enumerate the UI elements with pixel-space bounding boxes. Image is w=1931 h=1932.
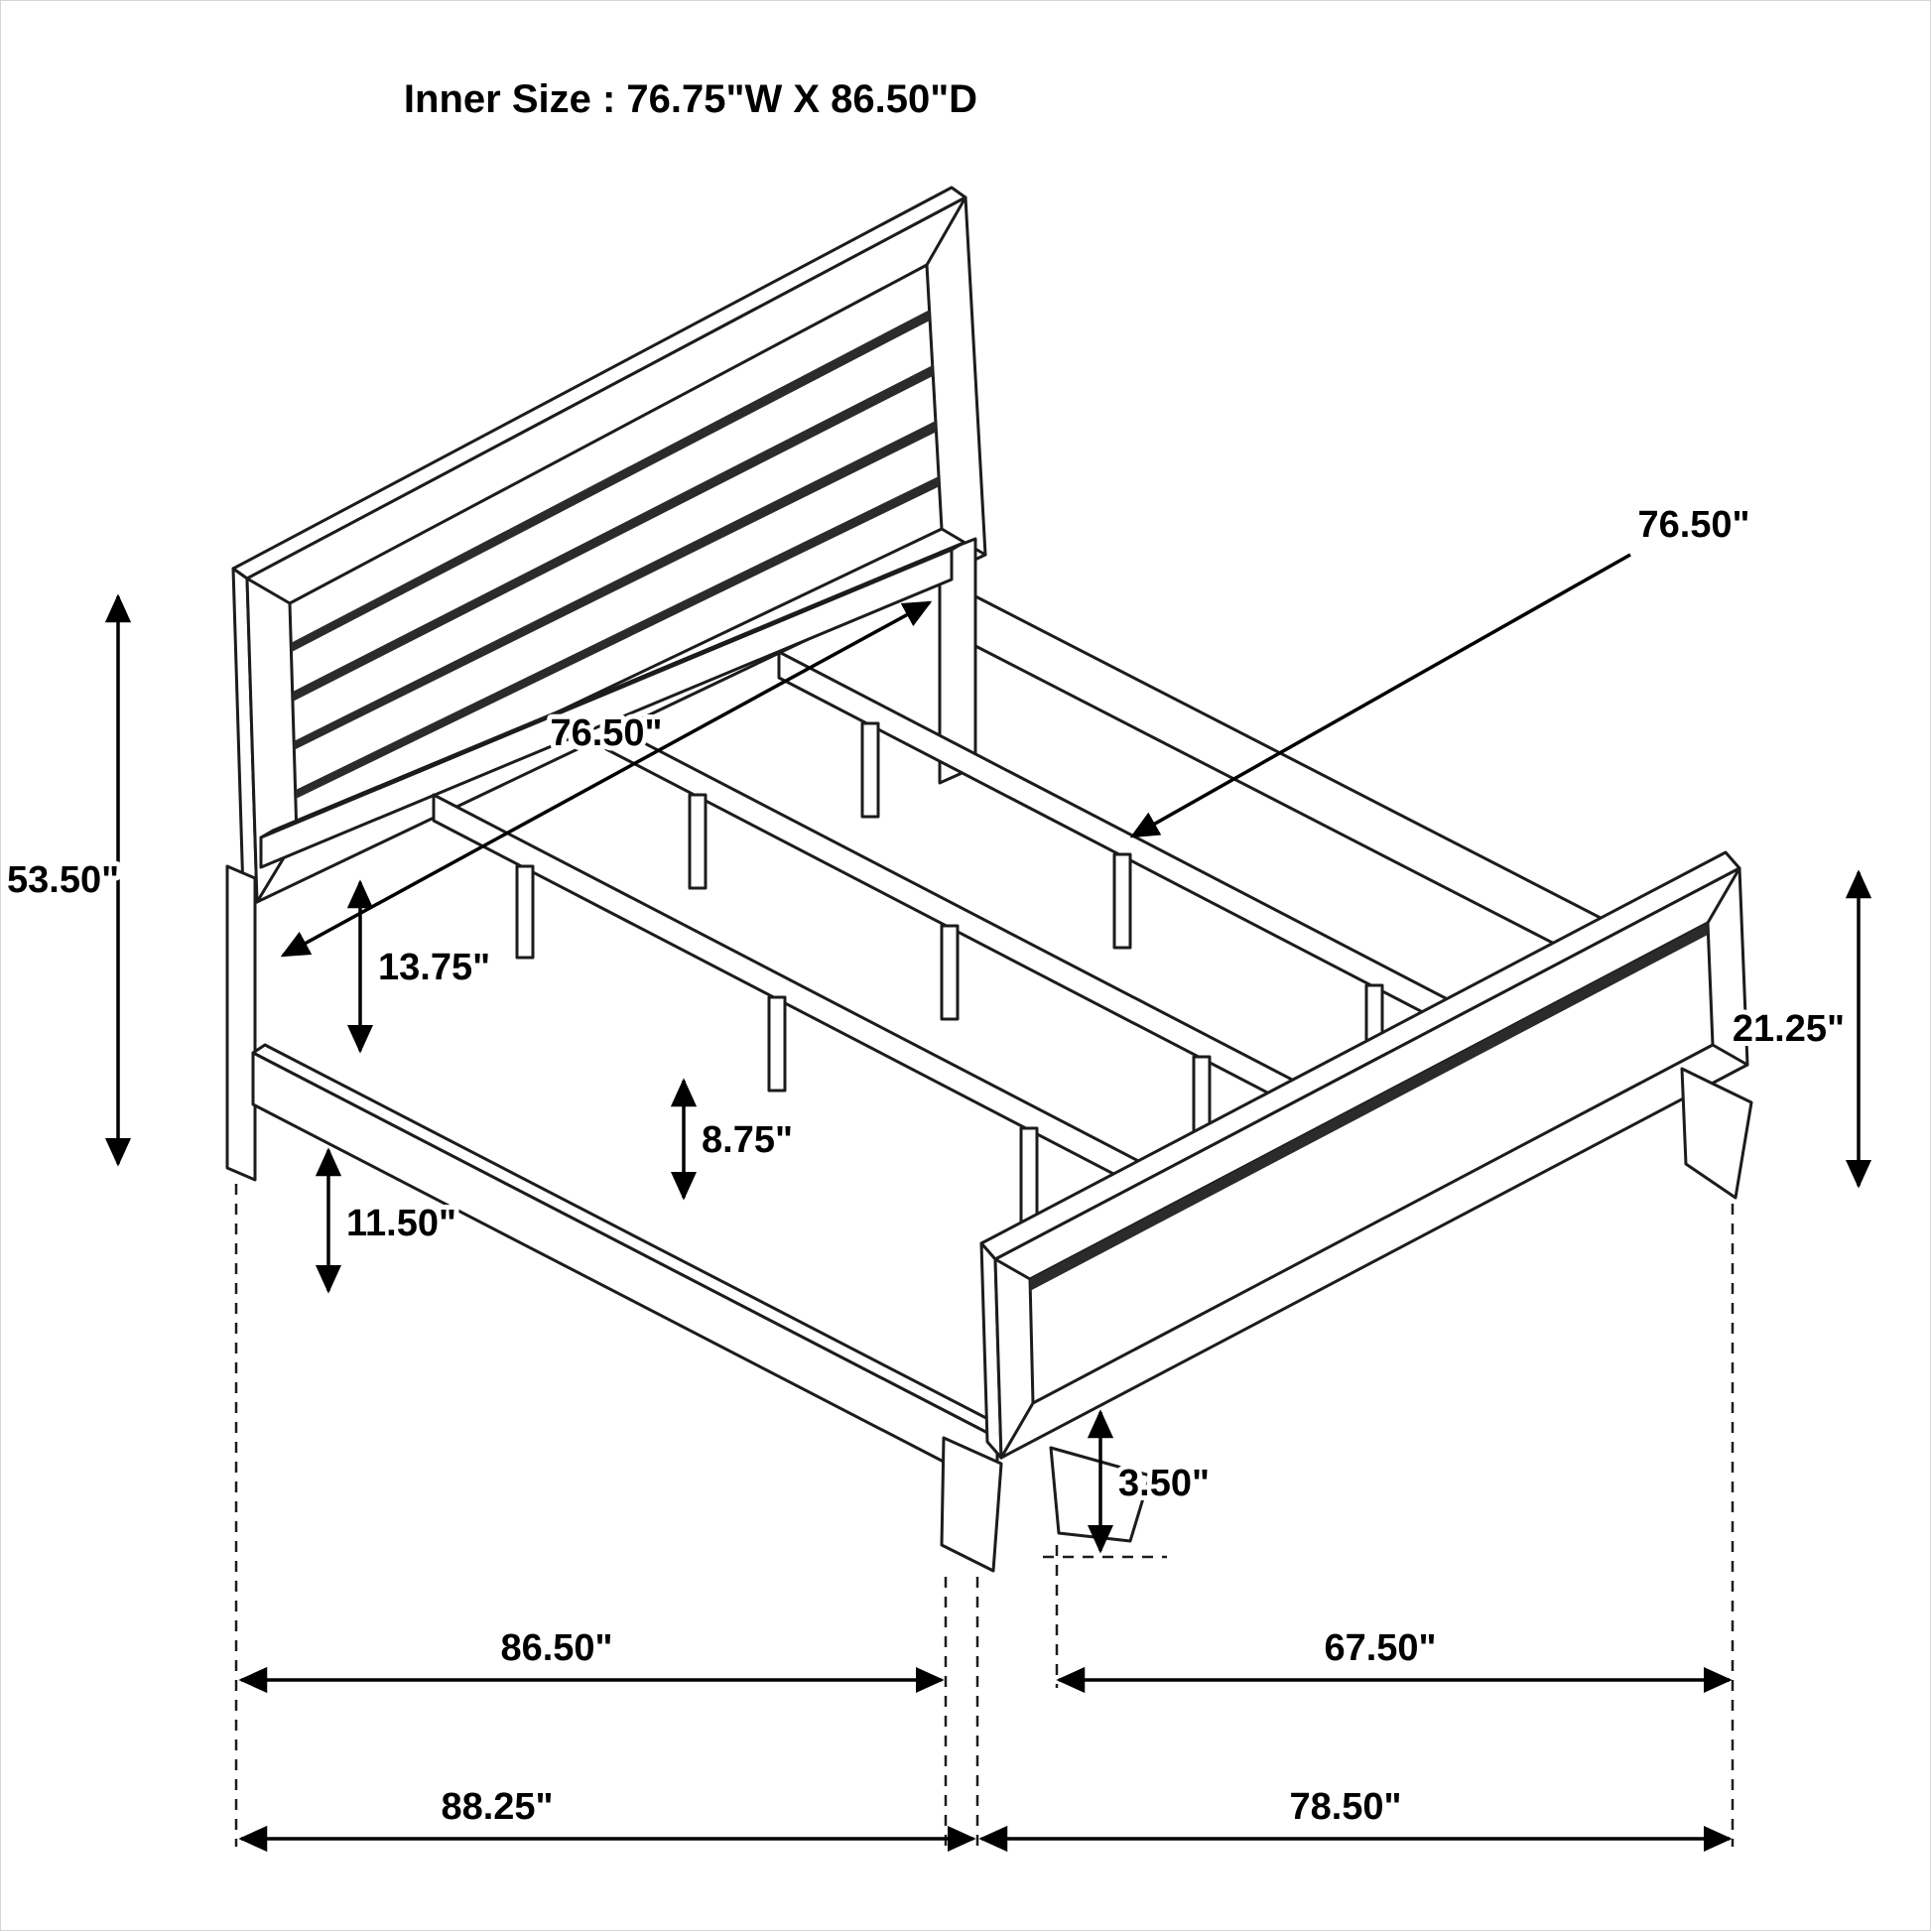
dim-label-headboard-height: 53.50" xyxy=(7,859,119,901)
footboard-miter-line xyxy=(1711,1043,1749,1067)
footboard-left-foot xyxy=(940,1436,1003,1573)
footboard-right-foot xyxy=(1680,1067,1753,1200)
dim-label-headboard-width: 76.50" xyxy=(550,712,662,754)
support-post xyxy=(515,864,535,960)
headboard-left-leg xyxy=(225,864,257,1182)
dim-label-headboard-panel-to-rail: 13.75" xyxy=(378,947,490,988)
headboard-miter-line xyxy=(925,195,967,267)
extension-lines xyxy=(234,1184,1735,1847)
headboard-slat-band xyxy=(291,310,930,652)
dim-label-side-rail-length: 86.50" xyxy=(500,1627,612,1669)
near-side-rail-face xyxy=(251,1051,999,1491)
dim-label-side-rail-floor-height: 11.50" xyxy=(346,1203,456,1244)
footboard-miter-line xyxy=(993,1257,1032,1281)
dim-label-support-leg-height: 8.75" xyxy=(702,1119,793,1161)
dim-line-slat-rail-length xyxy=(1129,553,1631,838)
dimension-labels: 53.50" 76.50" 76.50" 13.75" 8.75" 11.50"… xyxy=(2,499,1850,1833)
footboard-miter-line xyxy=(1706,866,1741,925)
dim-label-footboard-inner-span: 67.50" xyxy=(1324,1627,1436,1669)
dim-label-slat-rail-length: 76.50" xyxy=(1637,504,1749,546)
support-post xyxy=(1019,1126,1039,1224)
support-post xyxy=(1112,852,1132,950)
page-title: Inner Size : 76.75"W X 86.50"D xyxy=(404,77,977,121)
dim-label-overall-width: 78.50" xyxy=(1289,1786,1401,1828)
footboard-miter-line xyxy=(999,1401,1035,1460)
dim-label-overall-length: 88.25" xyxy=(441,1786,553,1828)
support-post xyxy=(940,924,960,1021)
support-post xyxy=(767,995,787,1093)
near-side-rail xyxy=(251,1043,1011,1491)
dimension-lines xyxy=(104,553,1872,1853)
dim-label-footboard-foot-height: 3.50" xyxy=(1118,1463,1210,1504)
support-post xyxy=(688,793,708,890)
headboard-miter-line xyxy=(245,577,292,605)
footboard xyxy=(940,850,1753,1573)
support-post xyxy=(860,721,880,819)
dim-line-headboard-width xyxy=(280,600,933,958)
footboard-slat-band xyxy=(1030,923,1708,1291)
dim-label-footboard-height: 21.25" xyxy=(1733,1008,1845,1050)
